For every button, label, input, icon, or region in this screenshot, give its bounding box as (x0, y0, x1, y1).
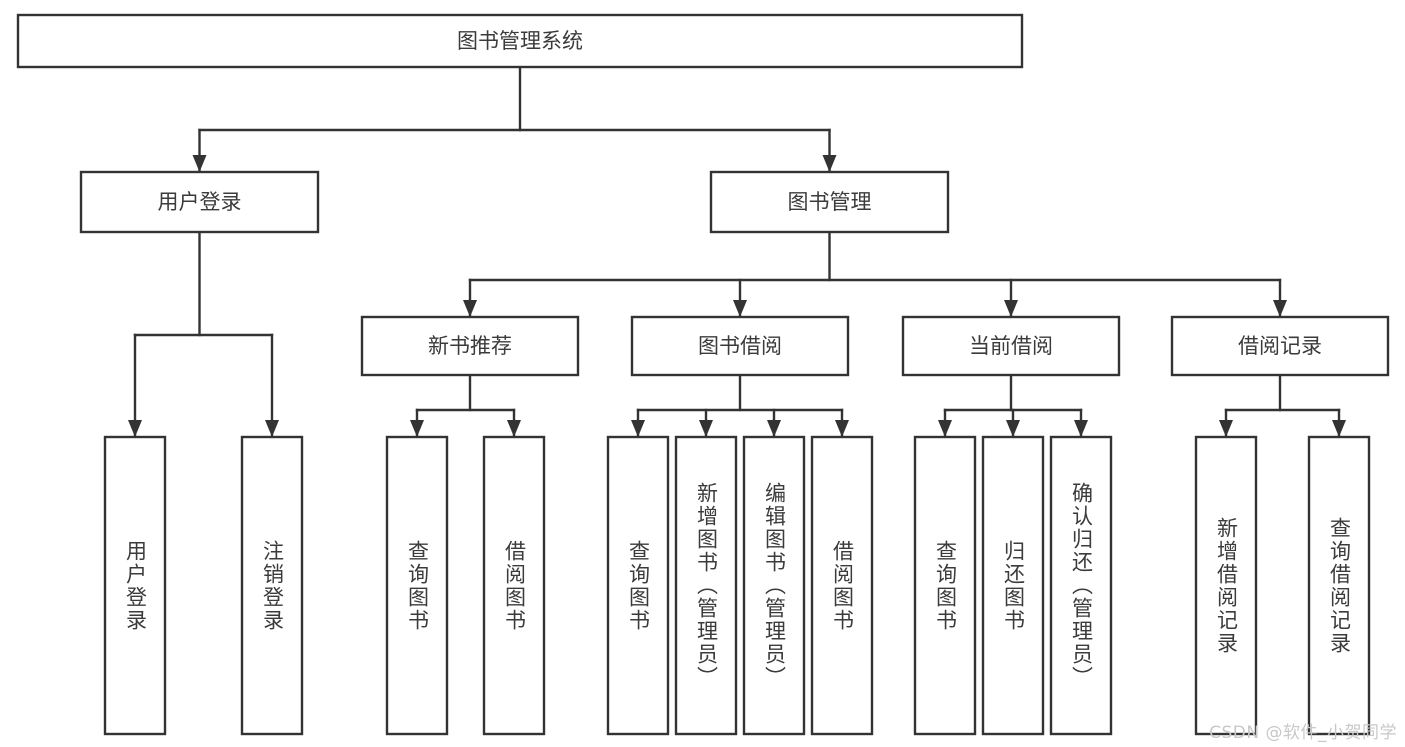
edges-layer (128, 65, 1346, 438)
arrow-head (1006, 420, 1020, 437)
node-box-leaf-query-book-3[interactable] (913, 435, 977, 736)
arrow-head (463, 300, 477, 317)
node-box-leaf-user-logout[interactable] (240, 435, 304, 736)
arrow-head (1219, 420, 1233, 437)
node-box-borrow-record[interactable] (1170, 315, 1390, 377)
arrow-head (733, 300, 747, 317)
node-label-new-book-rec: 新书推荐 (428, 334, 512, 358)
node-box-book-borrow[interactable] (630, 315, 850, 377)
node-box-root[interactable] (16, 13, 1024, 69)
node-label-book-manage: 图书管理 (788, 190, 872, 214)
node-box-current-borrow[interactable] (901, 315, 1121, 377)
node-box-leaf-query-record[interactable] (1307, 435, 1371, 736)
node-box-leaf-return-book[interactable] (981, 435, 1045, 736)
arrow-head (1332, 420, 1346, 437)
arrow-head (699, 420, 713, 437)
node-box-leaf-confirm-return[interactable] (1049, 435, 1113, 736)
node-box-leaf-query-book-1[interactable] (385, 435, 449, 736)
arrow-head (1004, 300, 1018, 317)
node-box-leaf-user-login[interactable] (103, 435, 167, 736)
arrow-head (507, 420, 521, 437)
arrow-head (192, 155, 207, 172)
node-label-book-borrow: 图书借阅 (698, 334, 782, 358)
arrow-head (1273, 300, 1287, 317)
watermark-text: CSDN @软件_小贺同学 (1209, 723, 1397, 743)
node-box-leaf-add-book[interactable] (674, 435, 738, 736)
node-label-root: 图书管理系统 (457, 29, 583, 53)
node-box-leaf-query-book-2[interactable] (606, 435, 670, 736)
node-box-new-book-rec[interactable] (360, 315, 580, 377)
arrow-head (631, 420, 645, 437)
node-box-book-manage[interactable] (709, 170, 950, 234)
node-box-user-login[interactable] (79, 170, 320, 234)
node-box-leaf-borrow-book-1[interactable] (482, 435, 546, 736)
arrow-head (822, 155, 837, 172)
arrow-head (835, 420, 849, 437)
arrow-head (1074, 420, 1088, 437)
node-box-leaf-edit-book[interactable] (742, 435, 806, 736)
arrow-head (265, 420, 279, 437)
node-box-leaf-add-record[interactable] (1194, 435, 1258, 736)
node-label-current-borrow: 当前借阅 (969, 334, 1053, 358)
arrow-head (767, 420, 781, 437)
arrow-head (938, 420, 952, 437)
arrow-head (128, 420, 142, 437)
arrow-head (410, 420, 424, 437)
node-label-borrow-record: 借阅记录 (1238, 334, 1322, 358)
node-box-leaf-borrow-book-2[interactable] (810, 435, 874, 736)
node-label-user-login: 用户登录 (158, 190, 242, 214)
